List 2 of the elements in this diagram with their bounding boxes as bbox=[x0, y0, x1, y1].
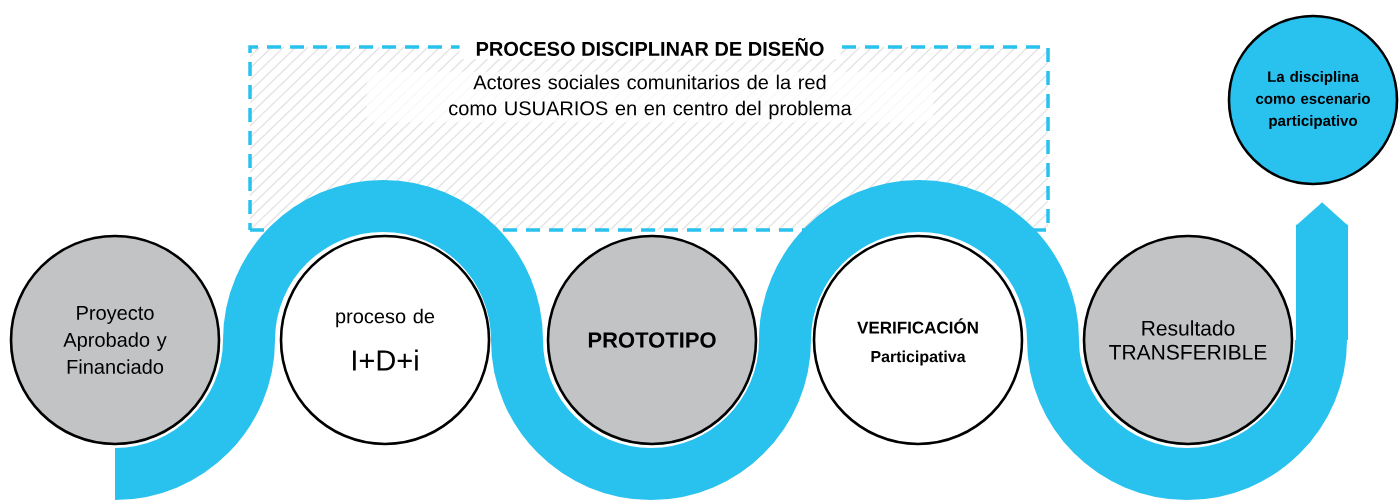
panel-text: Actores sociales comunitarios de la red como USUARIOS en en centro del problema bbox=[366, 71, 934, 123]
panel-heading: PROCESO DISCIPLINAR DE DISEÑO bbox=[459, 35, 841, 59]
